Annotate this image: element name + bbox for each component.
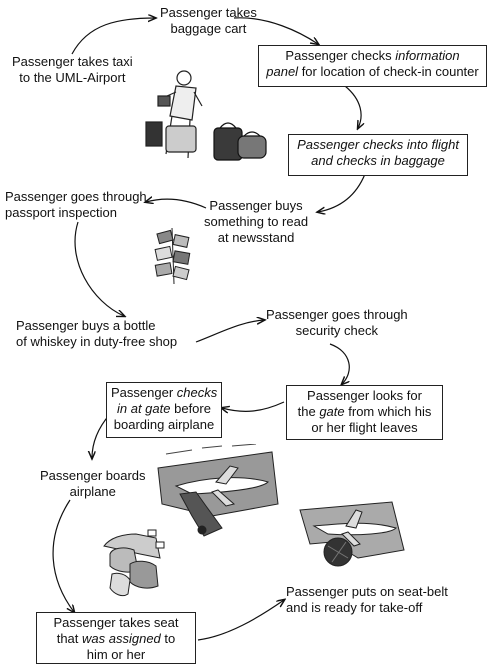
step-gate-checkin: Passenger checks in at gate before board… [106, 382, 222, 438]
step-take-seat: Passenger takes seat that was assigned t… [36, 612, 196, 664]
text-segment: checks [176, 385, 218, 400]
text-segment: was assigned [82, 631, 161, 646]
arrow-newsstand-to-passport [146, 199, 207, 209]
step-info-panel: Passenger checks information panel for l… [258, 45, 487, 87]
text-segment: or her flight leaves [311, 420, 418, 435]
take-seat-line3: him or her [41, 647, 191, 663]
arrow-takeseat-to-seatbelt [197, 600, 284, 641]
text-segment: to [160, 631, 176, 646]
step-taxi: Passenger takes taxi to the UML-Airport [12, 54, 133, 85]
step-check-in: Passenger checks into flight and checks … [288, 134, 468, 176]
looks-gate-line1: Passenger looks for [291, 388, 438, 404]
arrow-whiskey-to-security [195, 320, 264, 343]
step-passport: Passenger goes through passport inspecti… [5, 189, 147, 220]
text-segment: Passenger takes seat [53, 615, 179, 630]
step-newsstand: Passenger buys something to read at news… [204, 198, 309, 245]
take-seat-line1: Passenger takes seat [41, 615, 191, 631]
step-seatbelt: Passenger puts on seat-belt and is ready… [286, 584, 448, 615]
arrow-info-to-checkin [344, 85, 361, 128]
arrow-security-to-lookgate [329, 343, 350, 384]
take-seat-line2: that was assigned to [41, 631, 191, 647]
text-segment: from which his [344, 404, 432, 419]
cabin-seats-icon [103, 529, 165, 597]
arrow-taxi-to-cart [71, 18, 155, 55]
arrow-lookgate-to-gatecheckin [222, 401, 285, 411]
gate-checkin-line2: in at gate before [111, 401, 217, 417]
text-segment: Passenger looks for [307, 388, 422, 403]
newsstand-rack-icon [154, 227, 191, 285]
step-whiskey: Passenger buys a bottle of whiskey in du… [16, 318, 178, 349]
airplane-takeoff-icon [299, 501, 405, 567]
step-take-cart: Passenger takes baggage cart [160, 5, 257, 36]
text-segment: boarding airplane [113, 417, 215, 432]
info-panel-line1: Passenger checks information [263, 48, 482, 64]
text-segment: panel [266, 64, 299, 79]
text-segment: for location of check-in counter [298, 64, 479, 79]
check-in-line1: Passenger checks into flight [293, 137, 463, 153]
airport-apron-icon [157, 444, 279, 537]
step-looks-gate: Passenger looks for the gate from which … [286, 385, 443, 440]
text-segment: him or her [86, 647, 146, 662]
text-segment: Passenger checks [285, 48, 396, 63]
text-segment: gate [319, 404, 345, 419]
arrow-checkin-to-newsstand [318, 173, 366, 212]
looks-gate-line2: the gate from which his [291, 404, 438, 420]
traveler-with-luggage-icon [145, 70, 267, 161]
text-segment: the [297, 404, 320, 419]
info-panel-line2: panel for location of check-in counter [263, 64, 482, 80]
gate-checkin-line3: boarding airplane [111, 417, 217, 433]
text-segment: Passenger checks into flight [297, 137, 459, 152]
arrow-boards-to-takeseat [52, 499, 74, 612]
text-segment: that [56, 631, 83, 646]
text-segment: Passenger [111, 385, 177, 400]
text-segment: information [395, 48, 460, 63]
text-segment: in at gate [117, 401, 171, 416]
step-security: Passenger goes through security check [266, 307, 408, 338]
looks-gate-line3: or her flight leaves [291, 420, 438, 436]
step-boards: Passenger boards airplane [40, 468, 146, 499]
arrow-passport-to-whiskey [74, 221, 124, 316]
check-in-line2: and checks in baggage [293, 153, 463, 169]
gate-checkin-line1: Passenger checks [111, 385, 217, 401]
text-segment: before [170, 401, 211, 416]
arrow-cart-to-info [233, 17, 318, 44]
text-segment: and checks in baggage [311, 153, 445, 168]
